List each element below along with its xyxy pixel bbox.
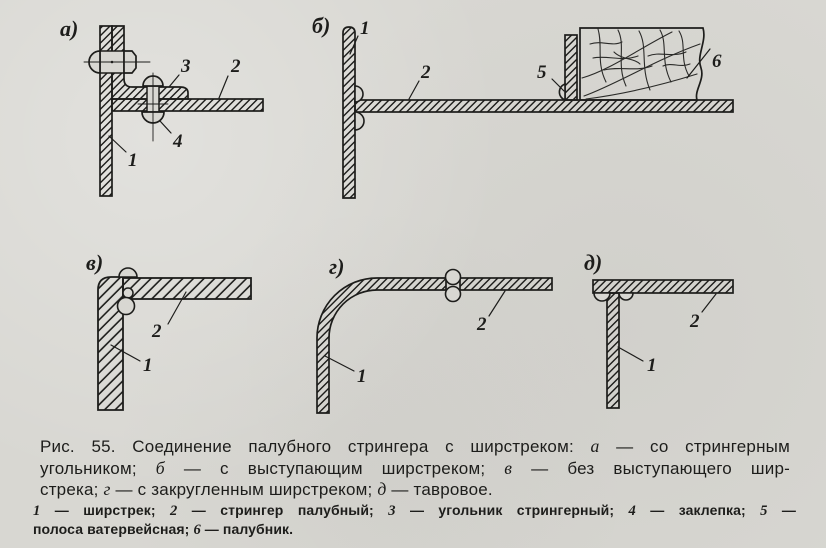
caption-line-2: угольником; б — с выступающим ширстреком… — [40, 457, 790, 478]
weld-bead-bottom — [116, 296, 136, 316]
deck-stringer-plate — [122, 277, 252, 300]
callout-1: 1 — [128, 150, 138, 171]
caption-line-3: стрека; г — с закругленным ширстреком; д… — [40, 479, 493, 499]
subfigure-label-d: д) — [584, 250, 602, 275]
leader-line — [686, 48, 711, 79]
fillet-weld-right — [618, 292, 634, 301]
leader-line — [167, 291, 187, 325]
leader-line — [488, 290, 506, 317]
figure-d: д) 2 1 — [584, 250, 734, 409]
subfigure-label-v: в) — [86, 250, 103, 275]
callout-5: 5 — [537, 62, 547, 83]
sheer-strake-plate — [97, 276, 124, 411]
wood-grain-texture — [581, 28, 701, 100]
leader-line — [110, 344, 141, 362]
sheer-strake-plate — [342, 26, 356, 199]
deck-stringer-plate — [111, 98, 264, 112]
butt-weld-lower — [444, 285, 462, 303]
fillet-weld-left — [593, 292, 611, 302]
callout-2: 2 — [476, 314, 487, 335]
callout-4: 4 — [172, 131, 183, 152]
center-mark — [110, 60, 114, 64]
leader-line — [324, 355, 355, 372]
figure-caption: Рис. 55. Соединение палубного стрингера … — [40, 436, 790, 501]
callout-2: 2 — [689, 311, 700, 332]
weld-bead-top — [118, 267, 138, 278]
leader-line — [159, 120, 172, 134]
legend-line-1: 1 — ширстрек; 2 — стрингер палубный; 3 —… — [33, 502, 797, 519]
callout-1: 1 — [360, 18, 370, 39]
callout-6: 6 — [712, 51, 722, 72]
leader-line — [551, 78, 565, 92]
wood-deck-plank — [579, 27, 705, 101]
figure-a: а) 3 2 4 1 — [60, 16, 264, 197]
callout-2: 2 — [420, 62, 431, 83]
figure-drawing: а) 3 2 4 1 — [60, 13, 734, 414]
callout-3: 3 — [180, 56, 191, 77]
callout-1: 1 — [357, 366, 367, 387]
figure-g: г) 1 2 — [316, 254, 553, 414]
callout-1: 1 — [647, 355, 657, 376]
caption-line-1: Рис. 55. Соединение палубного стрингера … — [40, 436, 790, 456]
callout-2: 2 — [151, 321, 162, 342]
figure-b: б) 1 2 5 6 — [312, 13, 734, 199]
callout-2: 2 — [230, 56, 241, 77]
butt-weld-upper — [444, 268, 462, 286]
waterway-bar — [564, 34, 578, 101]
rounded-sheer-strake-plate — [316, 277, 447, 414]
leader-line — [349, 35, 359, 55]
leader-line — [701, 293, 717, 313]
deck-stringer-plate — [354, 99, 734, 113]
weld-bead-lower — [354, 111, 365, 131]
callout-1: 1 — [143, 355, 153, 376]
subfigure-label-b: б) — [312, 13, 330, 38]
leader-line — [168, 74, 180, 88]
figure-legend: 1 — ширстрек; 2 — стрингер палубный; 3 —… — [33, 502, 796, 539]
leader-line — [108, 135, 127, 153]
subfigure-label-g: г) — [329, 254, 344, 279]
figure-v: в) 2 1 — [86, 250, 252, 411]
leader-line — [617, 346, 644, 362]
sheer-strake-plate — [606, 292, 620, 409]
legend-line-2: полоса ватервейсная; 6 — палубник. — [33, 520, 294, 538]
leader-line — [408, 80, 420, 100]
deck-stringer-plate — [592, 279, 734, 294]
stringer-angle-bracket — [111, 25, 189, 100]
weld-bead-middle — [122, 287, 134, 299]
subfigure-label-a: а) — [60, 16, 78, 41]
deck-stringer-plate — [459, 277, 553, 291]
weld-bead-upper — [354, 85, 364, 103]
leader-line — [218, 75, 229, 99]
